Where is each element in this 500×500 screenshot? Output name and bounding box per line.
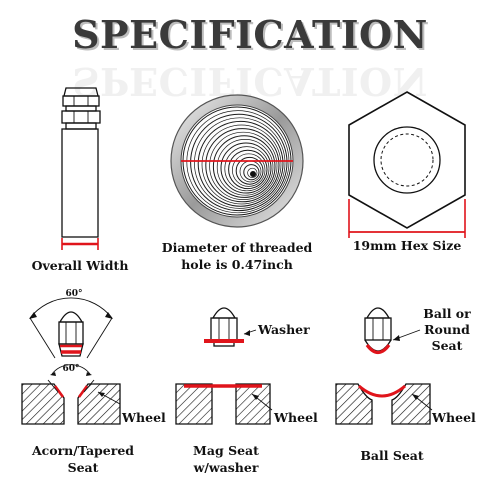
thread-ring [220, 142, 272, 194]
thread-ring [232, 153, 266, 187]
ball-seat-label: Ball Seat [360, 448, 424, 463]
title-group: SPECIFICATION SPECIFICATION SPECIFICATIO… [72, 12, 430, 104]
washer-label: Washer [257, 322, 310, 337]
thread-ring [190, 113, 288, 212]
ball-label-line3: Seat [432, 338, 463, 353]
mag-label-line2: w/washer [193, 460, 259, 475]
ball-wheel-section [335, 383, 433, 425]
ball-nut-figure [364, 307, 421, 355]
page-title: SPECIFICATION [72, 12, 428, 57]
thread-ring [209, 131, 278, 200]
acorn-nut-figure [29, 297, 113, 359]
title-shadow: SPECIFICATION [74, 14, 430, 59]
thread-ring [247, 167, 258, 178]
mag-label-line1: Mag Seat [193, 443, 259, 458]
thread-ring [216, 139, 274, 196]
thread-ring [212, 135, 276, 198]
acorn-label-line2: Seat [68, 460, 99, 475]
overall-width-label: Overall Width [32, 258, 129, 273]
long-lug-nut-figure [61, 87, 101, 250]
hex-figure [348, 91, 466, 238]
thread-ring [194, 117, 286, 209]
thread-ring [205, 128, 280, 203]
thread-ring [201, 124, 282, 205]
diameter-label-line2: hole is 0.47inch [181, 257, 293, 272]
diameter-label-line1: Diameter of threaded [162, 240, 313, 255]
thread-ring [235, 156, 264, 185]
ball-label-line2: Round [424, 322, 470, 337]
thread-ring [197, 120, 284, 207]
mag-wheel-section [175, 383, 273, 425]
thread-ring [228, 149, 268, 190]
acorn-label-line1: Acorn/Tapered [31, 443, 134, 458]
hex-size-label: 19mm Hex Size [353, 238, 462, 253]
thread-ring [243, 164, 260, 181]
thread-core [250, 171, 256, 177]
wheel-label-2: Wheel [273, 410, 318, 425]
wheel-label-1: Wheel [121, 410, 166, 425]
angle-seat-label: 60° [62, 364, 79, 374]
mag-nut-figure [204, 307, 257, 347]
thread-ring [224, 146, 270, 192]
angle-top-label: 60° [65, 289, 82, 299]
acorn-wheel-section [21, 364, 121, 425]
threaded-hole-figure [170, 94, 304, 228]
wheel-label-3: Wheel [431, 410, 476, 425]
ball-label-line1: Ball or [423, 306, 471, 321]
